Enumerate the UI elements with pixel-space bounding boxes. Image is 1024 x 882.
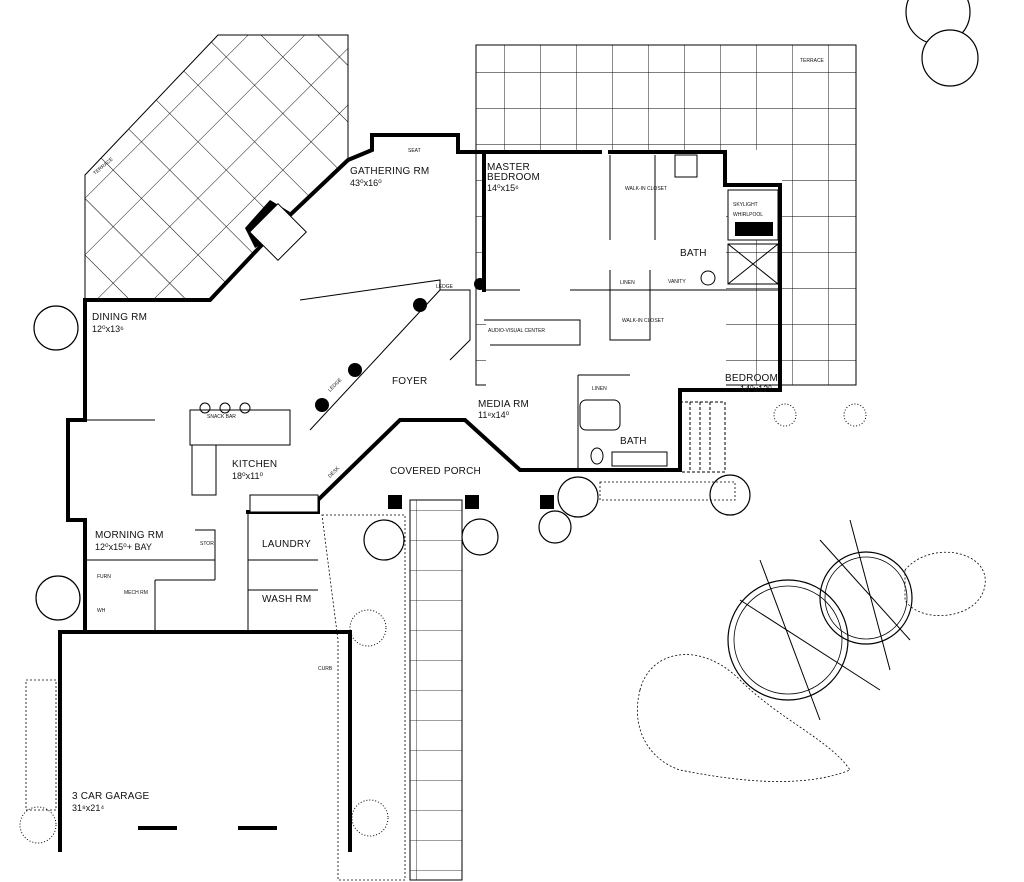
whirlpool-label: WHIRLPOOL [733, 212, 763, 218]
front-walkway [409, 499, 463, 881]
rear-steps [679, 401, 726, 473]
master-bedroom-dim: 14⁰x15⁶ [487, 183, 519, 193]
trees [33, 0, 979, 621]
mech-room-label: MECH RM [124, 590, 148, 596]
wh-label: WH [97, 608, 106, 614]
furn-label: FURN [97, 574, 111, 580]
porch-posts [315, 278, 554, 509]
morning-room-label: MORNING RM [95, 530, 164, 541]
ledge-mid-label: LEDGE [327, 377, 344, 394]
fireplace [245, 200, 307, 261]
gathering-room-dim: 43⁰x16⁰ [350, 178, 382, 188]
ledge-top-label: LEDGE [436, 284, 454, 290]
master-bedroom-label-2: BEDROOM [487, 172, 540, 183]
snack-bar-label: SNACK BAR [207, 414, 236, 420]
garage-dim: 31⁸x21⁴ [72, 803, 104, 813]
bath-upper-label: BATH [680, 248, 707, 259]
bedroom-label: BEDROOM [725, 373, 778, 384]
curb-label: CURB [318, 666, 333, 672]
audio-visual-label: AUDIO-VISUAL CENTER [488, 328, 545, 334]
covered-porch-label: COVERED PORCH [390, 466, 481, 477]
seat-label: SEAT [408, 148, 421, 154]
dining-room-dim: 12⁰x13⁶ [92, 324, 124, 334]
linen-lower-label: LINEN [592, 386, 607, 392]
room-labels: GATHERING RM 43⁰x16⁰ MASTER BEDROOM 14⁰x… [72, 162, 778, 813]
gathering-room-label: GATHERING RM [350, 166, 429, 177]
bedroom-dim: 14⁰x12⁰ [740, 384, 772, 394]
interior-walls [85, 155, 780, 630]
walkin-closet-2-label: WALK-IN CLOSET [622, 318, 664, 324]
planting-beds [19, 403, 867, 881]
skylight-label: SKYLIGHT [733, 202, 758, 208]
walkin-closet-label: WALK-IN CLOSET [625, 186, 667, 192]
dining-room-label: DINING RM [92, 312, 147, 323]
terrace-right [475, 44, 857, 390]
laundry-label: LAUNDRY [262, 539, 311, 550]
kitchen-dim: 18⁰x11⁰ [232, 471, 263, 481]
terrace-left [84, 34, 349, 301]
master-bedroom-label-1: MASTER [487, 162, 530, 173]
kitchen-counters: SNACK BAR [189, 402, 319, 513]
garden-feature [637, 519, 986, 782]
garage-label: 3 CAR GARAGE [72, 791, 150, 802]
small-labels: TERRACE TERRACE SEAT WALK-IN CLOSET WALK… [92, 58, 824, 672]
wash-room-label: WASH RM [262, 594, 311, 605]
stor-label: STOR [200, 541, 214, 547]
morning-room-dim: 12⁰x15⁰+ BAY [95, 542, 152, 552]
linen-upper-label: LINEN [620, 280, 635, 286]
media-room-dim: 11⁸x14⁰ [478, 410, 510, 420]
kitchen-label: KITCHEN [232, 459, 277, 470]
terrace-right-label: TERRACE [800, 58, 825, 64]
vanity-label: VANITY [668, 279, 686, 285]
bath-fixtures [579, 154, 779, 467]
bath-lower-label: BATH [620, 436, 647, 447]
foyer-label: FOYER [392, 376, 427, 387]
media-room-label: MEDIA RM [478, 399, 529, 410]
